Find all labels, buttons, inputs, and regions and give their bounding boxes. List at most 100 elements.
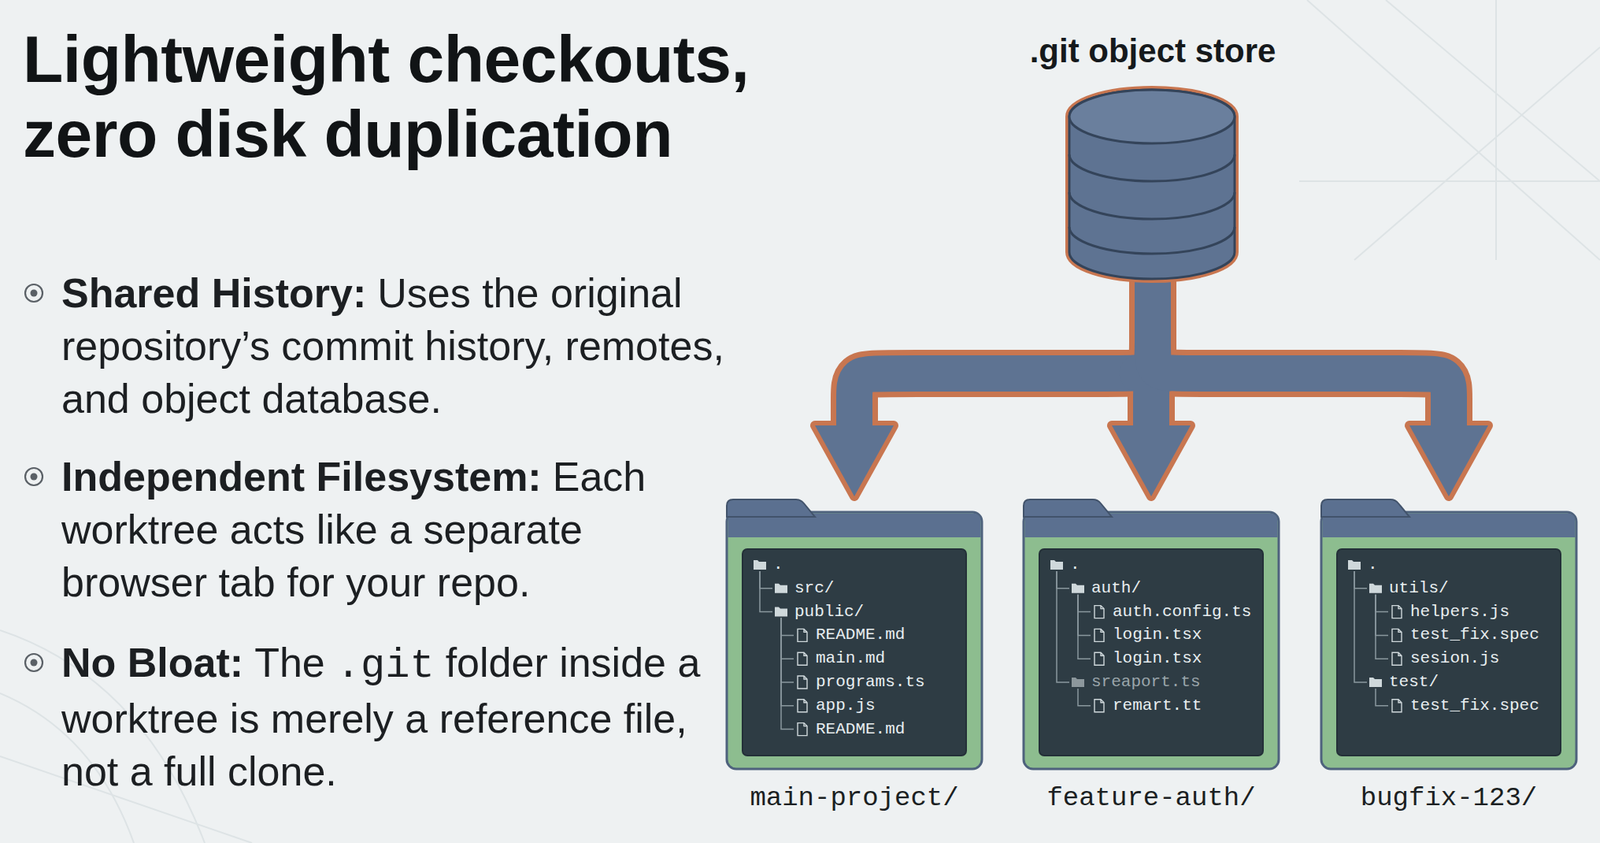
folder-tab (726, 499, 815, 517)
tree-entry: README.md (815, 718, 905, 741)
folder-name: bugfix-123/ (1321, 779, 1577, 816)
tree-entry: README.md (815, 623, 905, 646)
folder-name: main-project/ (726, 779, 982, 816)
terminal-screen (1337, 548, 1561, 756)
folder-icon (1071, 677, 1085, 687)
tree-entry: test_fix.spec (1410, 694, 1540, 717)
connector-outline (1152, 278, 1449, 434)
bullet-ring (25, 653, 43, 671)
arrowhead-outline (1111, 425, 1191, 497)
cylinder-band (1069, 192, 1235, 219)
file-tree: .auth/auth.config.tslogin.tsxlogin.tsxsr… (1039, 548, 1263, 756)
connector-arrow (1152, 278, 1449, 434)
folder-icon (1369, 677, 1382, 687)
bullet-item: Shared History:Uses the original reposit… (61, 266, 731, 426)
tree-entry: auth.config.ts (1112, 600, 1252, 623)
arrowhead-outline (814, 425, 894, 497)
tree-entry: test_fix.spec (1410, 623, 1540, 646)
file-icon (1094, 628, 1104, 641)
tree-branch (1375, 688, 1389, 706)
file-icon (1094, 651, 1104, 665)
connector-outlines (814, 278, 1489, 497)
file-icon (1392, 699, 1402, 712)
folder-icon (774, 607, 788, 617)
tree-branch (1354, 570, 1367, 589)
folder-body (1321, 511, 1577, 769)
tree-entry: . (1070, 553, 1081, 576)
tree-branch (781, 618, 794, 682)
background-line (1495, 0, 1497, 260)
tree-entry: login.tsx (1112, 623, 1202, 646)
bullet-icon (22, 651, 45, 674)
tree-branch (1077, 594, 1091, 612)
bullet-icon (22, 465, 45, 488)
cylinder-top (1069, 89, 1235, 144)
folder-tab (1023, 499, 1112, 517)
terminal-screen (742, 548, 967, 756)
bullet-dot (30, 473, 38, 481)
folder-icon (753, 559, 767, 570)
worktree-folder: .src/public/README.mdmain.mdprograms.tsa… (726, 496, 982, 816)
file-icon (797, 628, 808, 641)
tree-entry: helpers.js (1410, 600, 1510, 623)
tree-entry: sreaport.ts (1091, 670, 1201, 693)
file-icon (797, 699, 808, 712)
background-line (1307, 0, 1600, 260)
cylinder-band (1069, 154, 1235, 182)
tree-branch (1375, 594, 1389, 612)
file-icon (797, 651, 808, 665)
arrowhead-outline (1409, 425, 1489, 497)
arrowhead-outline-group (1111, 425, 1191, 497)
arrowhead-group (1111, 425, 1191, 497)
connectors (814, 278, 1489, 497)
tree-entry: . (1367, 553, 1378, 576)
tree-branch (781, 618, 794, 730)
arrowhead (1111, 425, 1191, 497)
database-cylinder (1022, 89, 1283, 279)
slide-title: Lightweight checkouts, zero disk duplica… (22, 22, 811, 172)
tree-entry: test/ (1388, 670, 1439, 693)
tree-entry: utils/ (1388, 577, 1449, 600)
background-line (1354, 47, 1600, 260)
tree-entry: public/ (794, 600, 864, 623)
worktree-folder: .auth/auth.config.tslogin.tsxlogin.tsxsr… (1023, 496, 1279, 816)
tree-branch (759, 570, 773, 589)
tree-branch (759, 570, 773, 612)
store-label: .git object store (1022, 22, 1283, 81)
bullet-item: Independent Filesystem:Each worktree act… (61, 450, 731, 609)
arrowhead-group (814, 425, 894, 497)
bullet-text: Shared History: (61, 270, 367, 316)
arrowhead (814, 425, 894, 497)
folder-body (726, 511, 982, 769)
arrowhead (1409, 425, 1489, 497)
bullet-item: No Bloat:The.gitfolder inside a worktree… (61, 636, 731, 798)
file-icon (1392, 628, 1402, 641)
folder-icon (1071, 583, 1085, 593)
file-icon (797, 722, 808, 736)
terminal-screen (1039, 548, 1263, 756)
background-line (1299, 180, 1600, 182)
tree-entry: auth/ (1091, 577, 1141, 600)
tree-entry: remart.tt (1112, 694, 1202, 717)
connector-arrow (854, 278, 1153, 434)
cylinder-outline (1069, 89, 1235, 279)
tree-branch (781, 618, 794, 636)
tree-entry: main.md (815, 647, 886, 670)
folder-icon (774, 583, 788, 593)
folder-name: feature-auth/ (1023, 779, 1279, 816)
file-icon (797, 675, 808, 689)
file-icon (1392, 605, 1402, 619)
tree-entry: sesion.js (1410, 647, 1500, 670)
bullet-ring (25, 284, 43, 302)
folder-icon (1050, 559, 1063, 570)
tree-entry: src/ (794, 577, 834, 600)
bullet-text: Independent Filesystem: (61, 453, 542, 500)
bullet-ring (25, 467, 43, 486)
tree-branch (1375, 594, 1389, 659)
bullet-dot (30, 289, 38, 297)
tree-branch (1077, 688, 1091, 706)
bullet-text: The (254, 639, 326, 686)
